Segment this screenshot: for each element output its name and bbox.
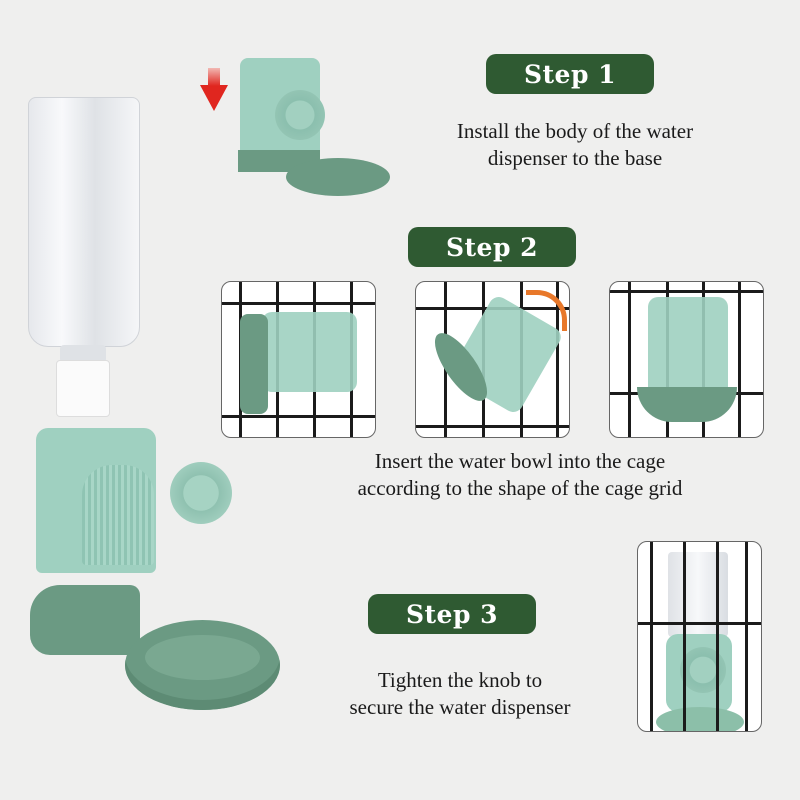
knob-image: [170, 462, 232, 524]
down-arrow-icon: [200, 85, 228, 111]
bottle-neck: [60, 345, 106, 363]
step-1-line-2: dispenser to the base: [487, 146, 663, 170]
curved-rotate-arrow-icon: [526, 290, 567, 331]
step-3-line-1: Tighten the knob to: [377, 668, 543, 692]
assembled-knob: [275, 90, 325, 140]
step-1-line-1: Install the body of the water: [456, 119, 694, 143]
step-3-badge: Step 3: [368, 594, 536, 634]
step-2-panel-2: [415, 281, 570, 438]
step-2-line-2: according to the shape of the cage grid: [357, 476, 683, 500]
step-3-description: Tighten the knob to secure the water dis…: [290, 667, 630, 721]
base-tray-image: [30, 585, 140, 655]
assembled-bowl: [286, 158, 390, 196]
step-3-panel: [637, 541, 762, 732]
bottle-cap: [56, 360, 110, 417]
step-1-description: Install the body of the water dispenser …: [390, 118, 760, 172]
step-2-badge: Step 2: [408, 227, 576, 267]
bottle-image: [28, 97, 140, 347]
step-1-badge: Step 1: [486, 54, 654, 94]
dispenser-ribbed-panel: [82, 465, 154, 565]
bowl-inner: [145, 635, 260, 680]
step-2-panel-1: [221, 281, 376, 438]
step-2-panel-3: [609, 281, 764, 438]
step-3-line-2: secure the water dispenser: [349, 695, 571, 719]
down-arrow-shaft: [208, 68, 220, 86]
step-2-description: Insert the water bowl into the cage acco…: [280, 448, 760, 502]
step-2-line-1: Insert the water bowl into the cage: [374, 449, 666, 473]
